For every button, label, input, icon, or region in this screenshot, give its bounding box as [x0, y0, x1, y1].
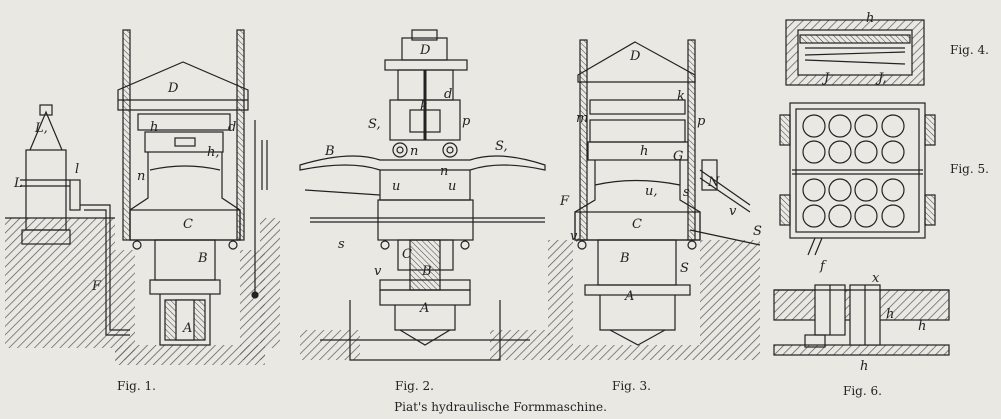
letter-n2: n: [410, 144, 418, 159]
letter-h6c: h: [860, 359, 868, 374]
letter-s2: s: [338, 237, 345, 252]
letter-p2: p: [462, 114, 471, 129]
letter-d2: d: [444, 87, 452, 102]
fig2-drawing: [299, 29, 550, 361]
letter-S3: S: [680, 261, 689, 276]
letter-B3: B: [619, 251, 630, 266]
fig1-part-letters: L, L l D h d h, n C B A F: [13, 81, 236, 336]
figure-caption: Piat's hydraulische Formmaschine.: [394, 400, 607, 414]
fig3-label: Fig. 3.: [612, 379, 651, 393]
letter-A3: A: [624, 289, 634, 304]
letter-N3: N: [707, 175, 720, 190]
letter-F: F: [91, 279, 102, 294]
letter-A: A: [182, 321, 192, 336]
letter-D: D: [167, 81, 179, 96]
fig2-label: Fig. 2.: [395, 379, 434, 393]
letter-h1: h,: [207, 145, 220, 160]
letter-x6: x: [872, 271, 880, 286]
fig5-label: Fig. 5.: [950, 162, 989, 176]
letter-J4: J: [821, 71, 830, 86]
fig5-mold-cells: [802, 114, 905, 228]
letter-l: l: [75, 162, 79, 177]
letter-v3: v: [729, 204, 737, 219]
fig6-drawing: [773, 284, 950, 356]
letter-J4b: J,: [875, 71, 887, 86]
letter-S1-2: S,: [368, 117, 381, 132]
fig1-drawing: [5, 29, 280, 365]
letter-S2: S,: [495, 139, 508, 154]
letter-h6a: h: [886, 307, 894, 322]
letter-p3: p: [697, 114, 706, 129]
letter-B2b: B: [421, 264, 432, 279]
letter-h6b: h: [918, 319, 926, 334]
letter-k2: k: [420, 99, 428, 114]
fig4-label: Fig. 4.: [950, 43, 989, 57]
letter-s3: s: [683, 185, 690, 200]
letter-C3: C: [632, 217, 642, 232]
letter-L1: L,: [34, 121, 48, 136]
letter-B: B: [197, 251, 208, 266]
letter-v3b: v,: [570, 229, 580, 244]
fig2-part-letters: D d k p S, B S, n n u u s v C B A: [324, 43, 508, 316]
letter-h3: h: [640, 144, 648, 159]
fig4-drawing: [785, 19, 925, 86]
letter-B2: B: [324, 144, 335, 159]
letter-L: L: [13, 176, 23, 191]
letter-k3: k: [677, 89, 685, 104]
fig6-label: Fig. 6.: [843, 384, 882, 398]
letter-h4: h: [866, 11, 874, 26]
letter-F3: F: [559, 194, 570, 209]
letter-n: n: [137, 169, 145, 184]
letter-A2: A: [419, 301, 429, 316]
fig6-part-letters: x h h h: [860, 271, 926, 374]
letter-h: h: [150, 120, 158, 135]
fig1-label: Fig. 1.: [117, 379, 156, 393]
letter-d: d: [228, 120, 236, 135]
letter-f5: f: [819, 259, 827, 274]
letter-m3: m: [576, 111, 588, 126]
letter-u2: u: [392, 179, 400, 194]
letter-n2b: n: [440, 164, 448, 179]
letter-u3: u,: [645, 184, 658, 199]
letter-u2b: u: [448, 179, 456, 194]
letter-G3: G: [673, 149, 683, 164]
letter-D2: D: [419, 43, 431, 58]
fig5-part-letters: f: [819, 259, 827, 274]
letter-C: C: [183, 217, 193, 232]
fig4-part-letters: h J J,: [821, 11, 887, 86]
letter-D3: D: [629, 49, 641, 64]
fig3-drawing: [548, 39, 761, 360]
letter-S3b: S: [753, 224, 762, 239]
fig3-part-letters: D m k p h G N F u, s v v, C B S A S: [559, 49, 762, 304]
fig5-drawing: [779, 102, 936, 256]
letter-v2: v: [374, 264, 382, 279]
letter-C2: C: [402, 247, 412, 262]
